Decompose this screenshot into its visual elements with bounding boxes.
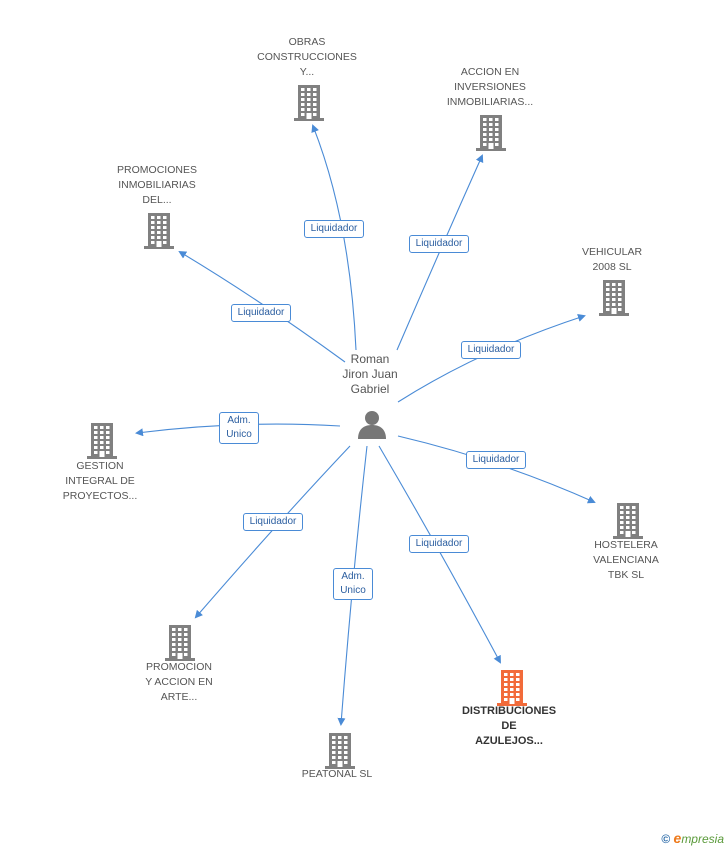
edge-label-gestion[interactable]: Adm. Unico [219, 412, 259, 444]
edge-label-distribuciones[interactable]: Liquidador [408, 535, 470, 553]
edge-distribuciones [378, 445, 501, 664]
edge-hostelera [397, 435, 596, 504]
node-label-gestion[interactable]: GESTION INTEGRAL DE PROYECTOS... [62, 460, 138, 502]
building-icon[interactable] [476, 115, 506, 151]
copyright-symbol: © [661, 832, 671, 846]
node-label-obras[interactable]: OBRAS CONSTRUCCIONES Y... [257, 36, 357, 78]
edge-promocion [194, 445, 351, 619]
building-icon[interactable] [599, 280, 629, 316]
building-icon[interactable] [294, 85, 324, 121]
edge-label-vehicular[interactable]: Liquidador [460, 341, 522, 359]
node-label-vehicular[interactable]: VEHICULAR 2008 SL [581, 246, 643, 273]
edge-label-promocion[interactable]: Liquidador [242, 513, 304, 531]
node-label-distribuciones[interactable]: DISTRIBUCIONES DE AZULEJOS... [461, 705, 557, 747]
brand-initial: e [673, 830, 682, 846]
node-label-peatonal[interactable]: PEATONAL SL [301, 768, 373, 780]
building-icon[interactable] [87, 423, 117, 459]
edge-obras [311, 124, 357, 351]
edge-label-obras[interactable]: Liquidador [303, 220, 365, 238]
building-icon[interactable] [325, 733, 355, 769]
node-label-promociones[interactable]: PROMOCIONES INMOBILIARIAS DEL... [117, 164, 197, 206]
building-icon[interactable] [497, 670, 527, 706]
node-label-accion[interactable]: ACCION EN INVERSIONES INMOBILIARIAS... [446, 66, 534, 108]
edge-label-promociones[interactable]: Liquidador [230, 304, 292, 322]
brand-name: mpresia [681, 832, 724, 846]
footer-brand: © empresia [661, 830, 724, 846]
node-label-promocion[interactable]: PROMOCION Y ACCION EN ARTE... [145, 661, 213, 703]
node-label-hostelera[interactable]: HOSTELERA VALENCIANA TBK SL [593, 539, 659, 581]
edge-accion [396, 154, 484, 351]
person-icon[interactable] [356, 408, 388, 440]
edge-promociones [178, 250, 346, 363]
edge-vehicular [397, 314, 586, 403]
edge-label-hostelera[interactable]: Liquidador [465, 451, 527, 469]
building-icon[interactable] [144, 213, 174, 249]
building-icon[interactable] [613, 503, 643, 539]
center-person-name[interactable]: Roman Jiron Juan Gabriel [342, 352, 398, 396]
edge-label-peatonal[interactable]: Adm. Unico [333, 568, 373, 600]
edge-label-accion[interactable]: Liquidador [408, 235, 470, 253]
building-icon[interactable] [165, 625, 195, 661]
